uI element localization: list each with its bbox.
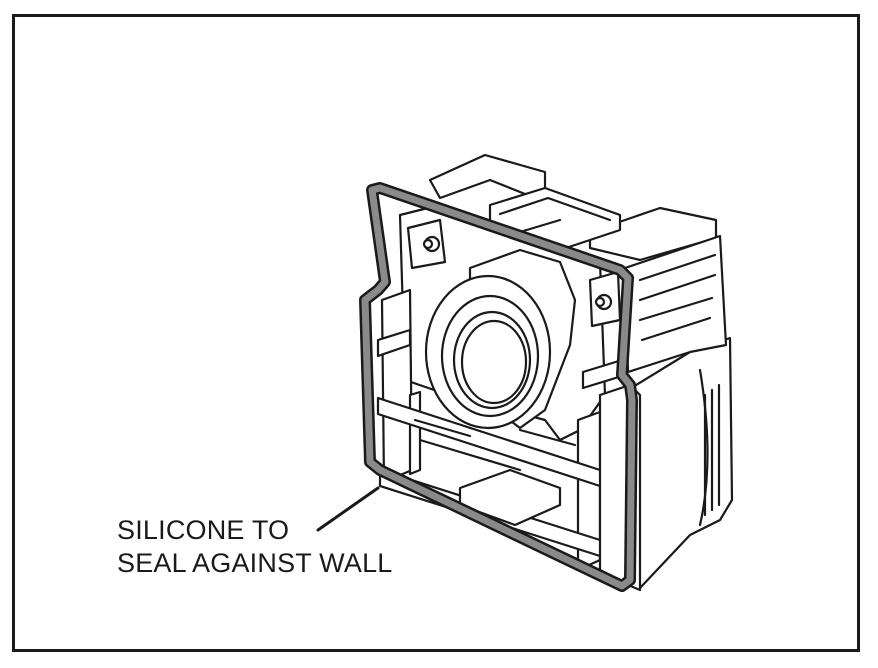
box-right-side (626, 336, 734, 590)
callout-leader-line (316, 486, 380, 532)
screw-right-head (594, 296, 606, 308)
side-slot-long (698, 368, 709, 527)
silicone-bead-fill (361, 184, 636, 590)
callout-line-1: SILICONE TO (117, 515, 290, 545)
top-bridge-detail (498, 196, 612, 234)
top-rail (428, 153, 547, 200)
rib-horizontal-top (376, 328, 412, 358)
inner-floor-lines (413, 418, 577, 472)
conduit-hub-bore (460, 319, 528, 405)
callout-line-2: SEAL AGAINST WALL (117, 548, 393, 578)
callout-label: SILICONE TO SEAL AGAINST WALL (117, 514, 393, 580)
screw-left-head (422, 238, 434, 250)
top-right-block-lines (638, 253, 717, 342)
rib-left-vertical (380, 288, 414, 484)
rib-center-vertical (408, 390, 422, 476)
